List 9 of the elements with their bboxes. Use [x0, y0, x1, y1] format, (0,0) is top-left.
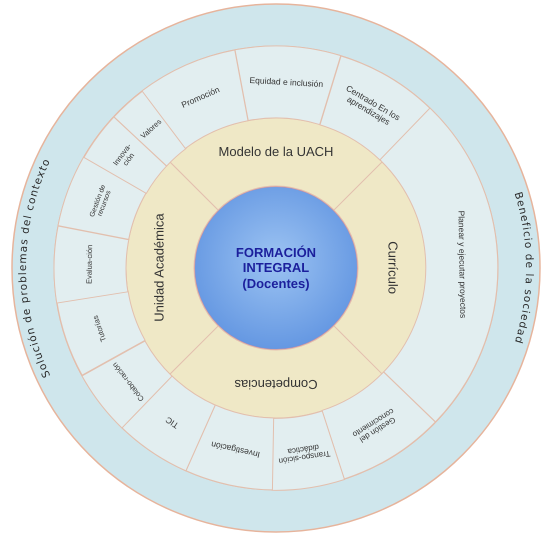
segment-label: TIC: [162, 414, 182, 433]
segment-label: Currículo: [384, 240, 402, 296]
segment-label: Unidad Académica: [150, 212, 168, 324]
segment-label: Equidad e inclusión: [248, 74, 324, 91]
segment-label: Competencias: [233, 376, 319, 394]
segment-label: Transpo-sición didáctica: [276, 440, 332, 468]
segment-label: Modelo de la UACH: [218, 142, 334, 161]
center-title: FORMACIÓN INTEGRAL (Docentes): [234, 244, 318, 293]
segment-label: Planear y ejecutar proyectos: [456, 210, 470, 321]
